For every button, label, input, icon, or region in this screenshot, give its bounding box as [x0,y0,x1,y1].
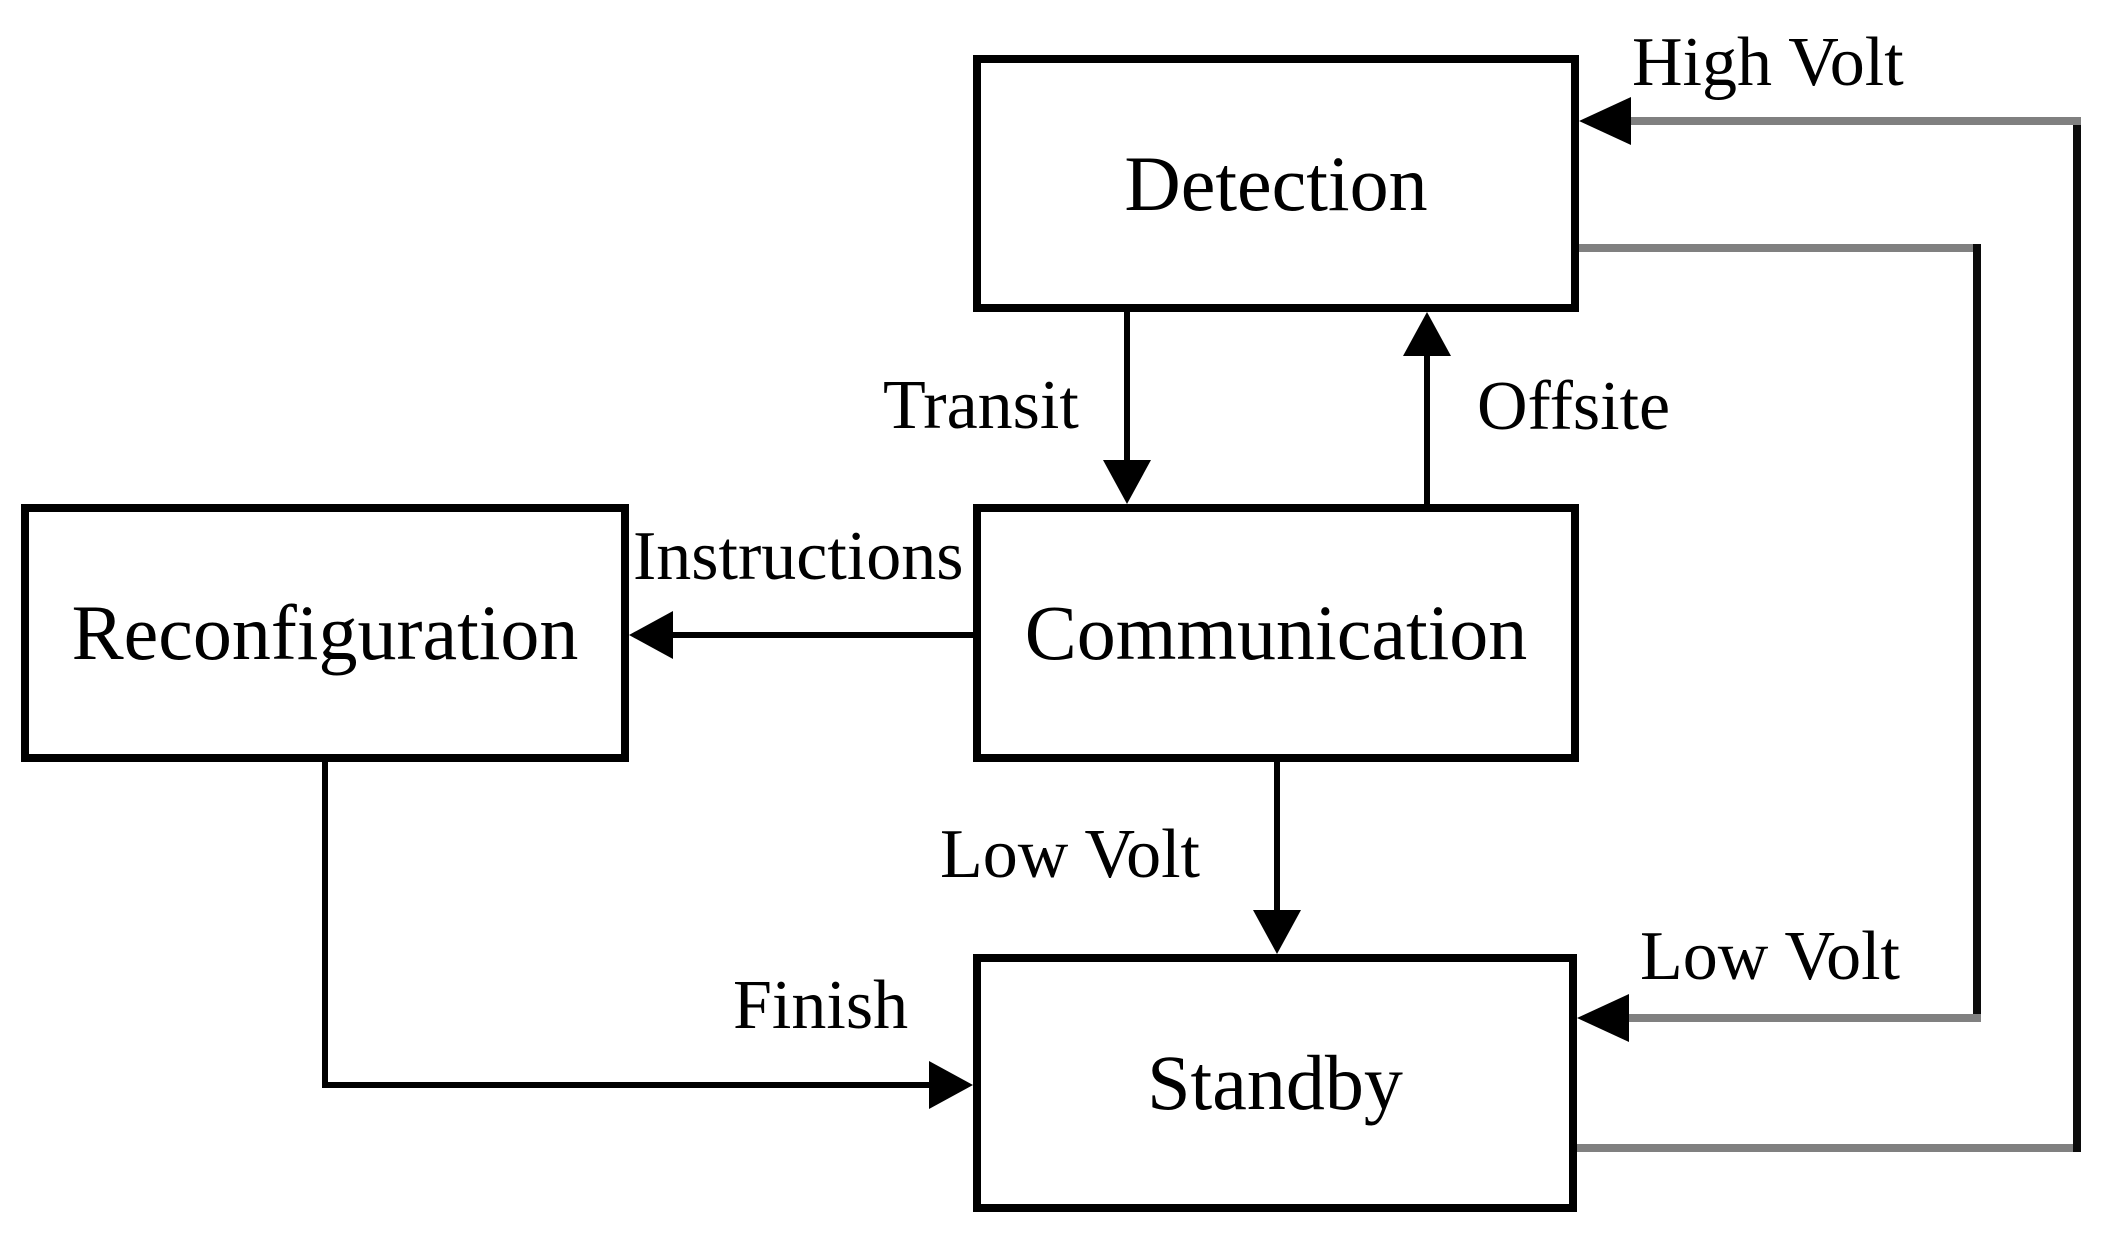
low-volt-center-arrowhead-down-icon [1253,910,1301,954]
node-standby: Standby [973,954,1577,1212]
node-communication-label: Communication [1024,589,1528,676]
edge-label-high-volt: High Volt [1632,24,1904,101]
edge-high-volt-top-segment [1631,117,2081,125]
low-volt-right-arrowhead-left-icon [1577,994,1629,1042]
edge-high-volt-vertical-segment [2073,117,2081,1152]
node-reconfiguration-label: Reconfiguration [71,589,579,676]
edge-label-offsite: Offsite [1477,368,1671,445]
edge-instructions-line [673,632,973,638]
edge-low-volt-right-bottom-segment [1629,1014,1981,1022]
node-communication: Communication [973,504,1579,762]
edge-offsite-line [1424,356,1430,504]
node-reconfiguration: Reconfiguration [21,504,629,762]
edge-label-low-volt-right: Low Volt [1640,918,1900,995]
edge-finish-vertical-line [322,762,328,1086]
offsite-arrowhead-up-icon [1403,312,1451,356]
node-standby-label: Standby [1147,1039,1403,1126]
edge-label-low-volt-center: Low Volt [940,816,1200,893]
high-volt-arrowhead-left-icon [1579,97,1631,145]
node-detection: Detection [973,55,1579,312]
node-detection-label: Detection [1124,139,1428,227]
instructions-arrowhead-left-icon [629,611,673,659]
edge-high-volt-bottom-segment [1577,1144,2081,1152]
edge-low-volt-right-top-segment [1579,244,1981,252]
edge-transit-line [1124,312,1130,460]
edge-label-instructions: Instructions [633,518,964,595]
edge-low-volt-center-line [1274,762,1280,910]
edge-label-transit: Transit [883,367,1079,444]
edge-label-finish: Finish [733,967,909,1044]
edge-finish-horizontal-line [322,1082,929,1088]
finish-arrowhead-right-icon [929,1061,973,1109]
transit-arrowhead-down-icon [1103,460,1151,504]
edge-low-volt-right-vertical-segment [1973,244,1981,1022]
